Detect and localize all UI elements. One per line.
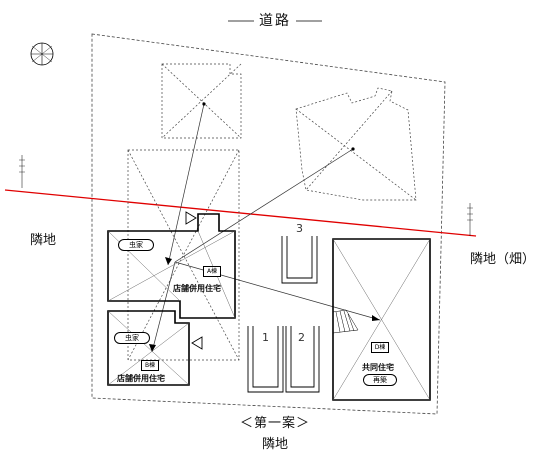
parking-bay-2 xyxy=(285,326,320,393)
section-marker-icon xyxy=(467,203,473,236)
neighbor-right-label: 隣地（畑） xyxy=(470,252,536,267)
parking-number-3: 3 xyxy=(296,222,303,235)
building-d-badge: 再築 xyxy=(363,374,397,386)
arrow-node xyxy=(351,147,355,151)
building-b-use-label: 店舗併用住宅 xyxy=(117,374,165,383)
parking-number-1: 1 xyxy=(262,331,269,344)
building-d-use-label: 共同住宅 xyxy=(362,363,394,372)
parking-bay-1 xyxy=(247,326,284,393)
existing-building-east xyxy=(295,87,417,201)
building-b-house-label: 虫家 xyxy=(114,332,150,344)
stair-hatch xyxy=(332,309,359,334)
arrow-head xyxy=(149,344,156,352)
neighbor-left-label: 隣地 xyxy=(30,233,57,248)
triangle-marker-icon xyxy=(185,211,197,225)
building-b-tag: B棟 xyxy=(141,360,159,371)
arrow-head xyxy=(165,257,172,265)
parking-number-2: 2 xyxy=(298,331,305,344)
arrow-node xyxy=(202,102,206,106)
site-boundary xyxy=(91,33,446,415)
existing-building-center xyxy=(127,149,240,361)
parking-bay-3 xyxy=(281,236,318,284)
building-d-tag: D棟 xyxy=(371,342,389,353)
zoning-boundary-line xyxy=(4,189,477,237)
building-a-use-label: 店舗併用住宅 xyxy=(173,284,221,293)
section-marker-icon xyxy=(19,155,25,188)
neighbor-bottom-label: 隣地 xyxy=(261,437,288,452)
relocation-arrows xyxy=(151,103,381,353)
building-a-house-label: 虫家 xyxy=(118,239,154,251)
scheme-title: ＜第一案＞ xyxy=(239,416,310,431)
arrow-head xyxy=(372,315,380,321)
north-compass-icon xyxy=(30,42,54,66)
building-d xyxy=(332,238,431,401)
building-a-tag: A棟 xyxy=(203,266,221,277)
existing-building-north xyxy=(161,63,242,139)
road-label: 道路 xyxy=(259,13,291,29)
triangle-marker-icon xyxy=(191,336,203,350)
building-b xyxy=(107,310,190,386)
